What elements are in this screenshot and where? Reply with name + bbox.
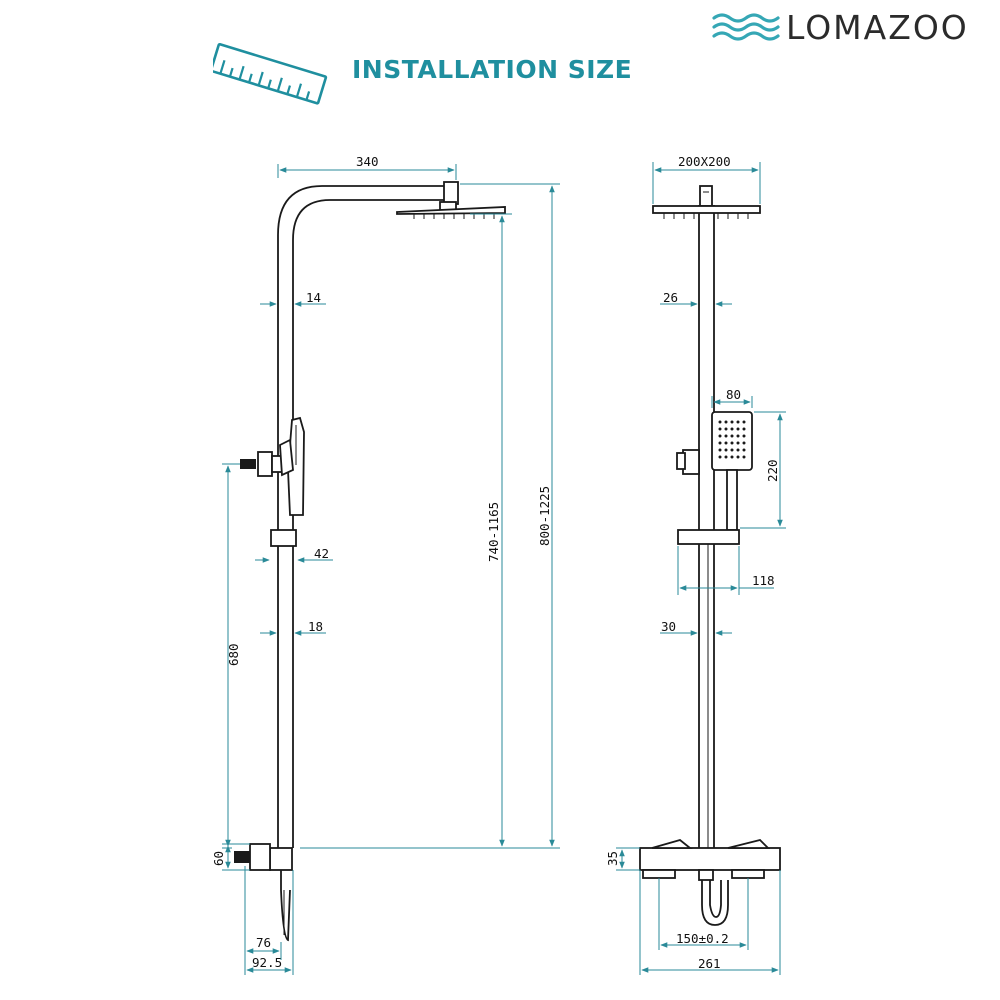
page-title: INSTALLATION SIZE <box>352 55 633 84</box>
dim-front-pipe-top: 26 <box>663 290 678 305</box>
dim-front-pipe-lower: 30 <box>661 619 676 634</box>
dim-valve-width: 261 <box>698 956 721 971</box>
ruler-icon <box>213 42 328 105</box>
dim-front-valve-height: 35 <box>605 851 620 866</box>
dim-valve-depth-total: 92.5 <box>252 955 282 970</box>
dim-pipe-lower: 18 <box>308 619 323 634</box>
dim-height-range-head: 740-1165 <box>486 502 501 562</box>
dim-holder: 42 <box>314 546 329 561</box>
lomazoo-wave-logo-icon <box>712 13 780 41</box>
brand-name: LOMAZOO <box>786 8 969 47</box>
side-view <box>234 181 506 942</box>
dim-slider-width: 118 <box>752 573 775 588</box>
dim-arm-length: 340 <box>356 154 379 169</box>
side-view-dimension-lines <box>222 164 560 975</box>
dim-holder-height: 680 <box>226 643 241 666</box>
dim-handset-width: 80 <box>726 387 741 402</box>
dim-inlet-spacing: 150±0.2 <box>676 931 729 946</box>
spray-nozzle-grid <box>718 420 746 459</box>
front-view-dimension-lines <box>616 162 786 975</box>
dim-head-size: 200X200 <box>678 154 731 169</box>
dim-height-range-total: 800-1225 <box>537 486 552 546</box>
dim-pipe-top: 14 <box>306 290 321 305</box>
dim-valve-height: 60 <box>211 851 226 866</box>
front-view <box>639 185 781 926</box>
dim-handset-height: 220 <box>765 459 780 482</box>
dim-valve-depth: 76 <box>256 935 271 950</box>
